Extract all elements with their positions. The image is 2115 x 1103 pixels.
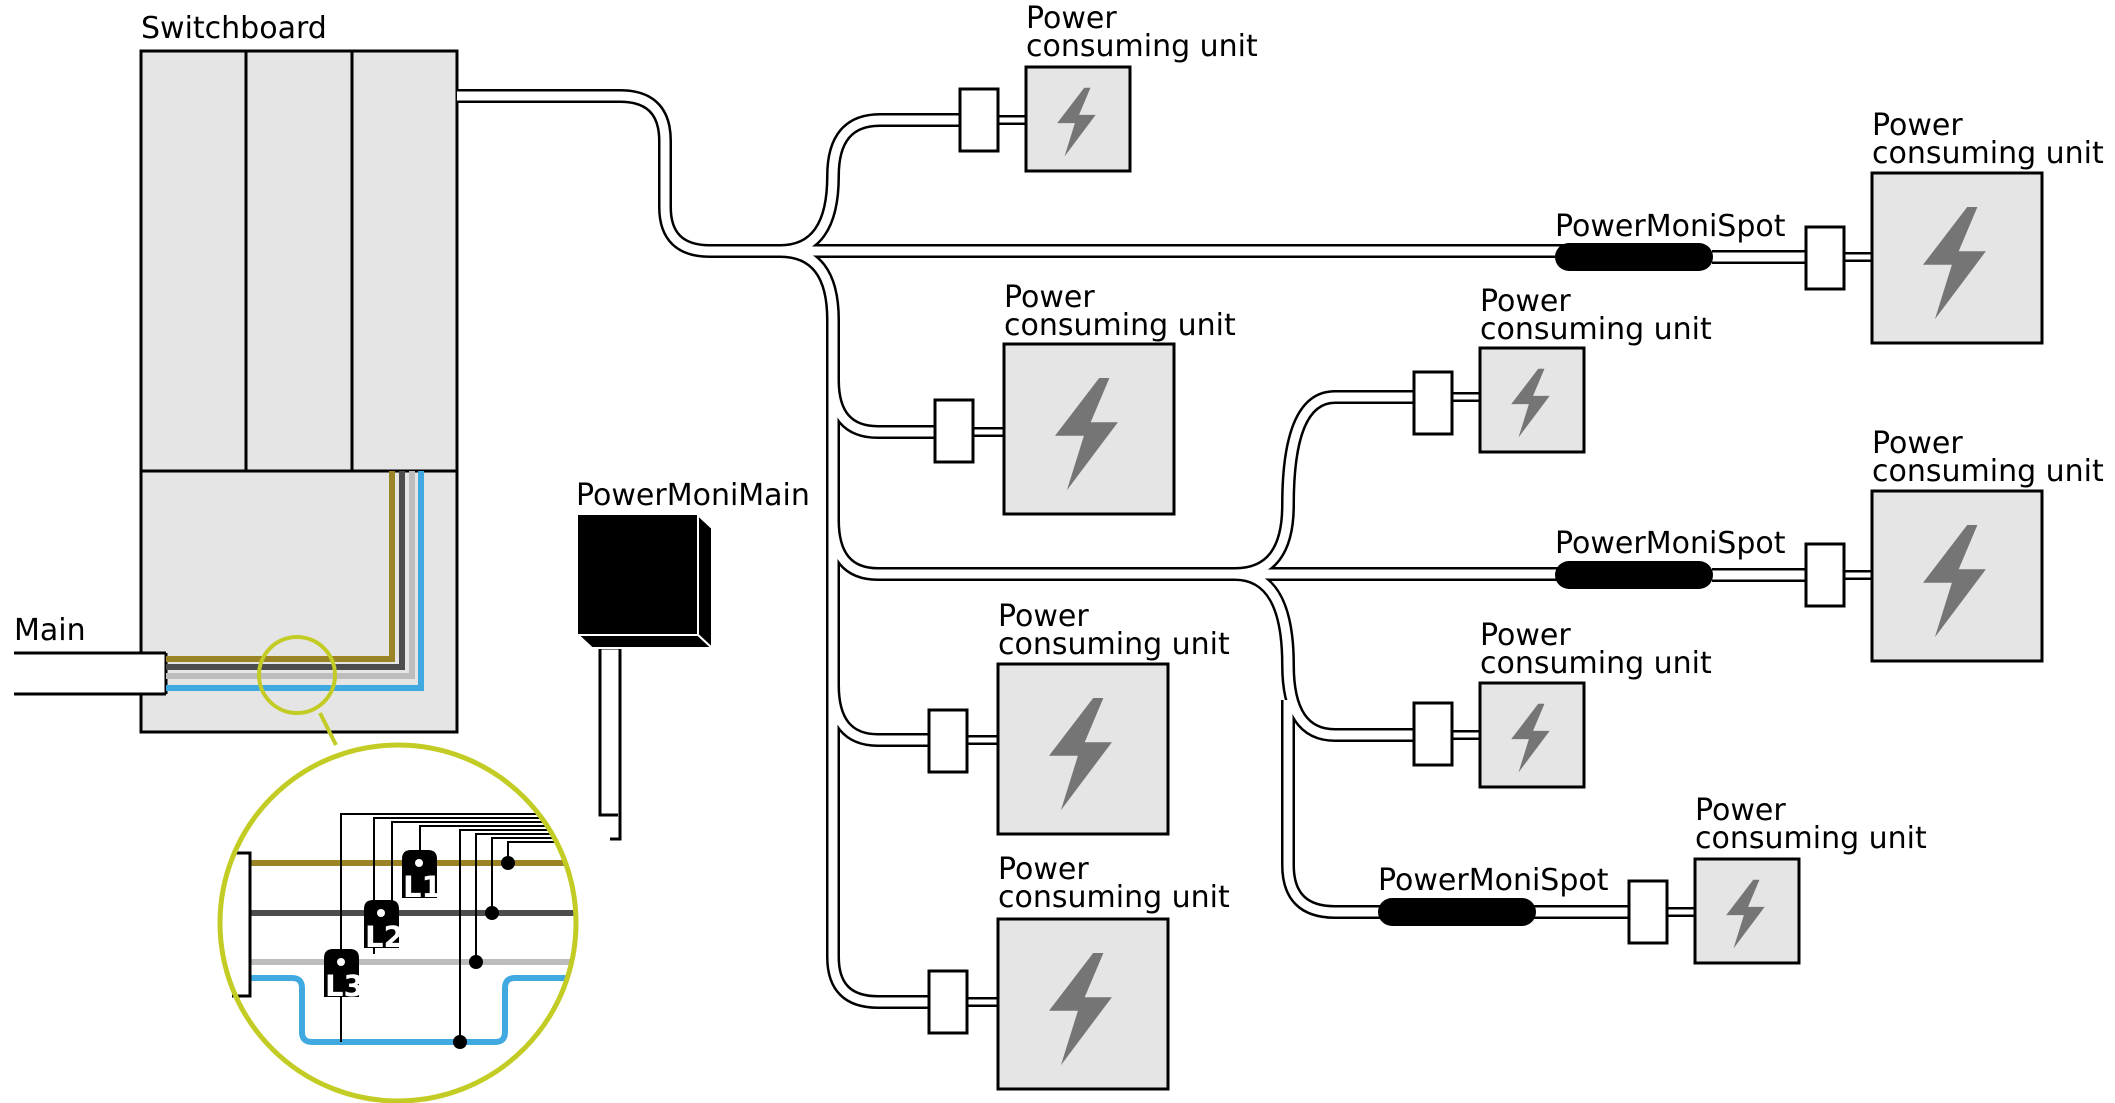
plug	[927, 969, 969, 1035]
plug	[933, 398, 975, 464]
tap-dot	[469, 955, 483, 969]
power-consuming-unit-2: Power consuming unit	[1002, 280, 1236, 516]
power-consuming-unit-3: Power consuming unit	[996, 599, 1230, 836]
ct-label-l3: L3	[325, 969, 364, 1003]
power-consuming-unit-4: Power consuming unit	[996, 852, 1230, 1091]
ct-label-l1: L1	[403, 870, 442, 904]
power-moni-spot-label: PowerMoniSpot	[1378, 863, 1609, 898]
plug	[1804, 542, 1846, 608]
plug	[1412, 370, 1454, 436]
power-moni-spot-1: PowerMoniSpot	[1555, 209, 1786, 271]
zoom-highlight-ring	[257, 635, 337, 715]
zoom-cabinet-edge	[232, 851, 252, 998]
unit-label: Power	[998, 599, 1089, 634]
phase-wire-l3	[166, 471, 415, 679]
plugs	[927, 87, 1872, 1035]
unit-label: Power	[1872, 426, 1963, 461]
tap-dot	[501, 856, 515, 870]
zoom-connector	[318, 712, 338, 746]
ct-label-l2: L2	[365, 920, 404, 954]
main-label: Main	[14, 613, 86, 648]
plug	[1412, 701, 1454, 767]
power-moni-spot-3: PowerMoniSpot	[1378, 863, 1609, 926]
switchboard-phase-wires	[166, 471, 424, 746]
power-consuming-unit-5: Power consuming unit	[1478, 284, 1712, 454]
power-moni-main-label: PowerMoniMain	[576, 478, 810, 513]
ct-l3: L3	[324, 949, 364, 1003]
ct-l1: L1	[402, 850, 442, 904]
sense-wire	[491, 837, 576, 913]
unit-label: Power	[998, 852, 1089, 887]
phase-wire-l2	[166, 471, 405, 670]
unit-box	[1870, 489, 2044, 663]
power-moni-spot-label: PowerMoniSpot	[1555, 526, 1786, 561]
unit-label: consuming unit	[1480, 312, 1712, 347]
tap-dot	[485, 906, 499, 920]
power-consuming-unit-1: Power consuming unit	[1024, 1, 1258, 173]
unit-label: Power	[1480, 284, 1571, 319]
main-cable: Main	[14, 613, 168, 696]
unit-label: consuming unit	[1004, 308, 1236, 343]
power-consuming-unit-8: Power consuming unit	[1870, 426, 2104, 663]
plug	[1627, 879, 1669, 945]
unit-label: consuming unit	[1480, 646, 1712, 681]
neutral-wire	[166, 471, 424, 691]
plug	[1804, 225, 1846, 291]
cable-network	[457, 89, 1810, 1009]
plug	[958, 87, 1000, 153]
main-cable-body	[14, 653, 166, 694]
power-moni-spot-sensor	[1378, 898, 1536, 926]
unit-label: Power	[1004, 280, 1095, 315]
zoom-detail: L1 L2 L3	[217, 742, 579, 1103]
ct-l2: L2	[364, 900, 404, 954]
unit-label: consuming unit	[998, 880, 1230, 915]
zoom-wire-neutral	[250, 975, 576, 1045]
unit-label: consuming unit	[1695, 821, 1927, 856]
switchboard-label: Switchboard	[141, 11, 327, 46]
sense-cable-bundle	[598, 648, 618, 817]
unit-label: consuming unit	[1026, 29, 1258, 64]
phase-wire-l1	[166, 471, 395, 662]
unit-label: consuming unit	[1872, 136, 2104, 171]
unit-label: Power	[1872, 108, 1963, 143]
power-consuming-unit-6: Power consuming unit	[1478, 618, 1712, 789]
power-moni-main-side	[697, 512, 713, 651]
power-moni-spot-sensor	[1555, 561, 1713, 589]
power-moni-main: PowerMoniMain	[575, 478, 810, 841]
power-moni-main-device	[578, 515, 698, 635]
power-consuming-unit-7: Power consuming unit	[1870, 108, 2104, 345]
power-consuming-unit-9: Power consuming unit	[1693, 793, 1927, 965]
tap-dot	[453, 1035, 467, 1049]
plug	[927, 708, 969, 774]
unit-label: Power	[1480, 618, 1571, 653]
unit-label: Power	[1695, 793, 1786, 828]
power-moni-spot-2: PowerMoniSpot	[1555, 526, 1786, 589]
power-moni-spot-sensor	[1555, 243, 1713, 271]
unit-label: consuming unit	[998, 627, 1230, 662]
power-moni-main-bottom	[575, 634, 715, 649]
unit-label: Power	[1026, 1, 1117, 36]
zoom-circle-ring	[217, 742, 579, 1103]
unit-label: consuming unit	[1872, 454, 2104, 489]
power-moni-spot-label: PowerMoniSpot	[1555, 209, 1786, 244]
